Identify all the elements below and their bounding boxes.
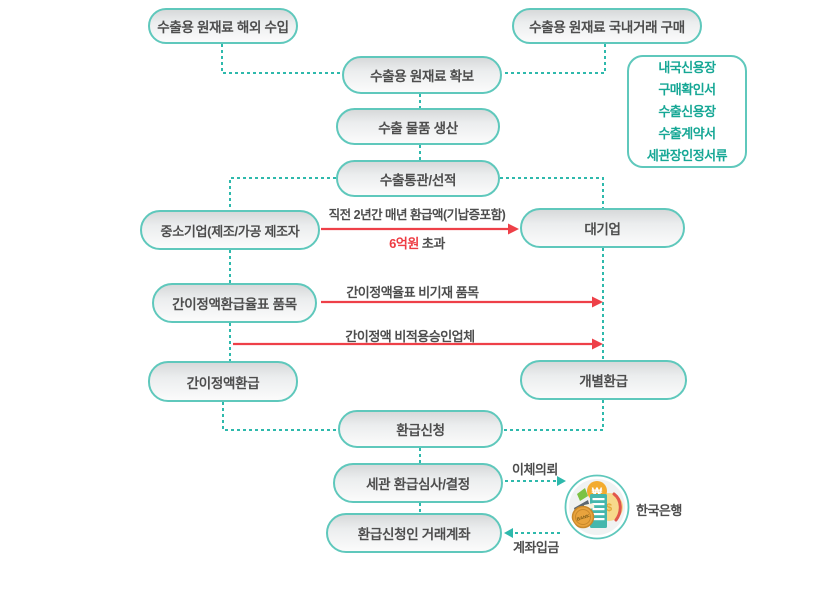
node-export-clearance: 수출통관/선적 [336, 160, 500, 197]
edge-label-refund-threshold: 직전 2년간 매년 환급액(기납증포함) [328, 208, 506, 222]
document-item: 구매확인서 [658, 81, 716, 97]
edge-label-non-applied-company: 간이정액 비적용승인업체 [345, 329, 475, 344]
svg-text:$: $ [606, 502, 612, 514]
coin-bank-text: BANK [576, 513, 591, 522]
edge-label-refund-amount: 6억원 초과 [322, 233, 512, 252]
bank-name-label: 한국은행 [636, 503, 682, 518]
bank-building-icon: $ ₩ BANK [564, 474, 630, 540]
node-produce-goods: 수출 물품 생산 [336, 108, 500, 145]
edge-label-transfer-request: 이체의뢰 [512, 462, 558, 477]
won-symbol: ₩ [592, 486, 603, 498]
node-fixed-rate-items: 간이정액환급율표 품목 [152, 283, 317, 323]
node-secure-materials: 수출용 원재료 확보 [342, 56, 502, 94]
node-customs-review: 세관 환급심사/결정 [333, 463, 503, 503]
node-overseas-import: 수출용 원재료 해외 수입 [148, 8, 298, 44]
refund-amount-suffix: 초과 [418, 236, 445, 251]
document-item: 수출신용장 [658, 103, 716, 119]
node-sme: 중소기업(제조/가공 제조자 [140, 210, 320, 250]
refund-amount-value: 6억원 [389, 236, 419, 251]
node-simplified-refund: 간이정액환급 [148, 361, 298, 402]
document-item: 내국신용장 [658, 59, 716, 75]
document-item: 세관장인정서류 [646, 147, 728, 163]
document-item: 수출계약서 [658, 125, 716, 141]
node-applicant-account: 환급신청인 거래계좌 [326, 513, 502, 553]
node-large-company: 대기업 [520, 208, 685, 248]
edge-label-not-listed-items: 간이정액율표 비기재 품목 [346, 285, 479, 300]
node-individual-refund: 개별환급 [520, 360, 687, 400]
document-list-box: 내국신용장 구매확인서 수출신용장 수출계약서 세관장인정서류 [627, 55, 747, 168]
node-refund-application: 환급신청 [338, 410, 503, 448]
node-domestic-purchase: 수출용 원재료 국내거래 구매 [512, 8, 702, 44]
edge-label-account-deposit: 계좌입금 [513, 540, 559, 555]
